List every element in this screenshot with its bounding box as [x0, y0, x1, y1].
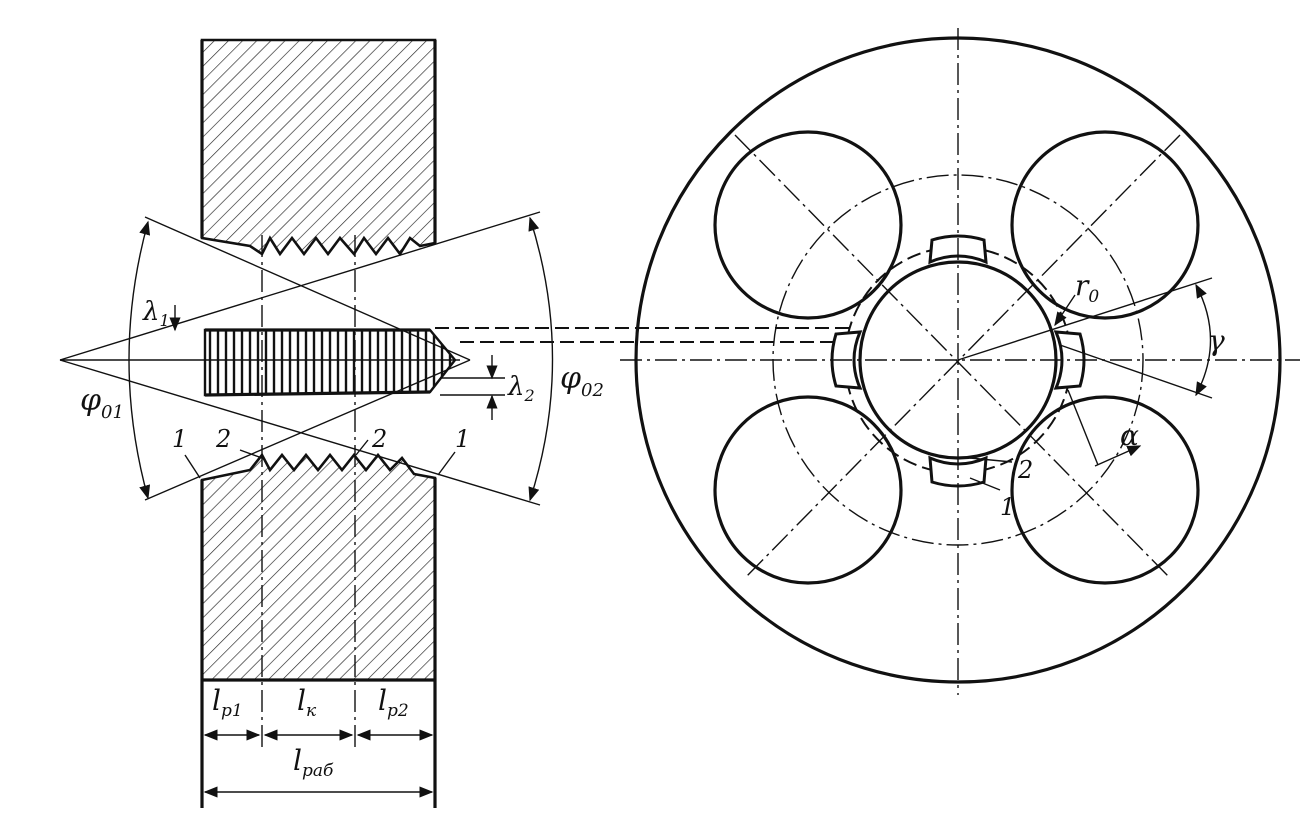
die-body-bottom-section	[200, 452, 437, 682]
mark-2-front: 2	[1017, 456, 1033, 484]
workpiece-bottom-edge	[204, 390, 431, 397]
diagonal-centerline-1	[734, 134, 1171, 579]
leader-2-right	[355, 439, 369, 456]
die-body-top-section	[200, 38, 437, 257]
cone-line-upper-right	[144, 216, 471, 361]
phi01-label: φ01	[80, 383, 124, 423]
mark-1-front: 1	[1000, 493, 1015, 521]
leader-mark-2	[969, 457, 1013, 463]
dim-lk-label: lк	[297, 684, 317, 721]
phi02-label: φ02	[560, 361, 604, 401]
dim-lp2-label: lp2	[378, 684, 409, 721]
side-view: λ1 λ2 φ01 φ02 1 2 2 1 lp1 lк lp2 lраб	[59, 38, 604, 808]
dim-lp1-label: lp1	[212, 684, 243, 721]
alpha-label: α	[1120, 419, 1139, 452]
gamma-line-upper	[957, 277, 1213, 361]
lambda2-label: λ2	[507, 372, 535, 405]
front-view: r0 γ α 2 1	[620, 28, 1300, 695]
mark-1-right: 1	[455, 425, 470, 453]
mark-2-right: 2	[371, 425, 387, 453]
leader-2-left	[239, 449, 263, 459]
mark-1-left: 1	[172, 425, 187, 453]
lambda1-label: λ1	[142, 297, 170, 330]
r0-leader	[1054, 294, 1076, 327]
lobe-bottom-left	[713, 395, 903, 585]
leader-1-left	[184, 454, 201, 479]
lobe-top-left	[713, 130, 903, 320]
phi01-arc	[128, 220, 151, 500]
gamma-arc	[1195, 283, 1212, 397]
alpha-line-1	[1067, 389, 1099, 466]
mark-2-left: 2	[215, 425, 231, 453]
diagonal-centerline-2	[744, 134, 1181, 579]
phi02-arc	[528, 216, 554, 502]
r0-label: r0	[1075, 269, 1099, 307]
leader-mark-1	[969, 477, 1001, 491]
gamma-line-lower	[1059, 344, 1213, 399]
threaded-workpiece	[203, 328, 457, 397]
lobe-top-right	[1010, 130, 1200, 320]
leader-1-right	[437, 451, 456, 476]
dim-lrab-label: lраб	[293, 744, 334, 781]
gamma-label: γ	[1208, 324, 1225, 357]
lobe-bottom-right	[1010, 395, 1200, 585]
alpha-arrow	[1094, 445, 1142, 467]
